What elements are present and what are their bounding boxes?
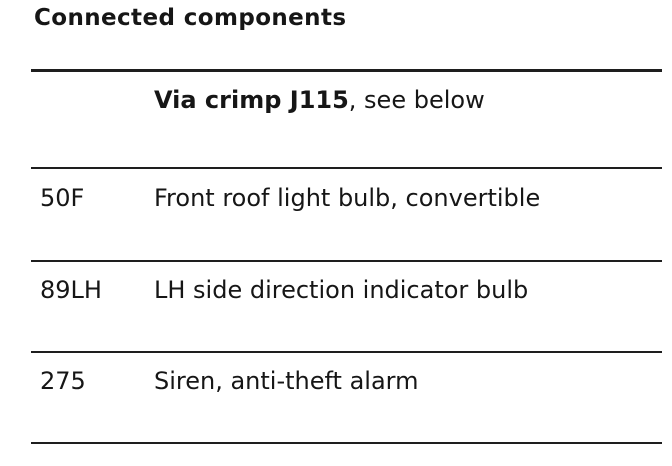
intro-rest-text: , see below (348, 86, 485, 114)
component-code: 50F (40, 184, 85, 212)
component-code: 89LH (40, 276, 102, 304)
component-description: Front roof light bulb, convertible (154, 184, 541, 212)
table-top-rule (31, 69, 662, 72)
row-divider (31, 351, 662, 353)
intro-bold-text: Via crimp J115 (154, 86, 349, 114)
component-description: LH side direction indicator bulb (154, 276, 529, 304)
table-bottom-rule (31, 442, 662, 444)
component-description: Siren, anti-theft alarm (154, 367, 419, 395)
row-divider (31, 167, 662, 169)
component-code: 275 (40, 367, 86, 395)
section-heading: Connected components (34, 5, 347, 31)
row-divider (31, 260, 662, 262)
intro-row: Via crimp J115, see below (154, 85, 485, 115)
